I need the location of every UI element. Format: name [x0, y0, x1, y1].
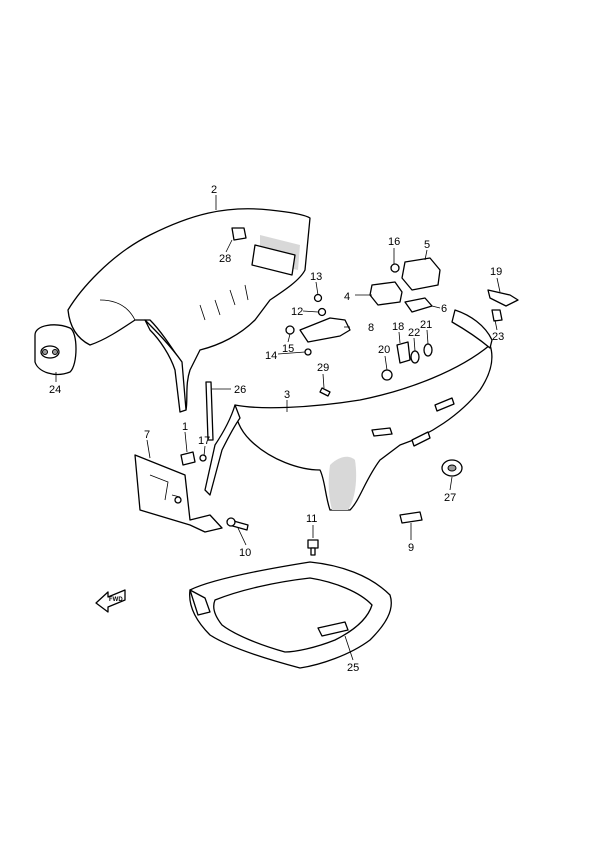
knob-9 [399, 511, 423, 524]
forward-arrow-icon: FWD [95, 589, 126, 613]
lever-8 [299, 317, 351, 343]
bolt-10 [226, 517, 249, 531]
bolt-16 [390, 263, 400, 273]
callout-22: 22 [408, 327, 420, 339]
bracket-plate-7 [134, 454, 223, 533]
bracket-18 [396, 341, 411, 364]
washer-22 [410, 350, 420, 364]
callout-20: 20 [378, 344, 390, 356]
callout-labels: 2 28 24 26 3 1 17 7 10 11 25 9 27 19 23 … [49, 184, 504, 674]
nut-23 [491, 309, 503, 322]
callout-16: 16 [388, 236, 400, 248]
callout-21: 21 [420, 319, 432, 331]
screw-11 [307, 539, 319, 556]
seal-strip-26 [205, 381, 214, 441]
callout-23: 23 [492, 331, 504, 343]
screw-13 [313, 293, 323, 303]
washer-15 [285, 325, 295, 335]
clip-1 [180, 451, 196, 466]
callout-27: 27 [444, 492, 456, 504]
callout-17: 17 [198, 435, 210, 447]
screw-29 [319, 387, 331, 397]
callout-9: 9 [408, 542, 414, 554]
latch-block-5 [401, 257, 441, 291]
callout-3: 3 [284, 389, 290, 401]
bottom-seal-frame [189, 561, 392, 669]
forward-arrow-label: FWD [109, 597, 123, 603]
screw-17 [199, 454, 207, 462]
callout-29: 29 [317, 362, 329, 374]
callout-25: 25 [347, 662, 359, 674]
callout-12: 12 [291, 306, 303, 318]
leader-lines [55, 195, 501, 661]
callout-13: 13 [310, 271, 322, 283]
lower-side-cover [204, 309, 493, 511]
callout-1: 1 [182, 421, 188, 433]
callout-5: 5 [424, 239, 430, 251]
callout-2: 2 [211, 184, 217, 196]
callout-26: 26 [234, 384, 246, 396]
upper-side-cover [67, 208, 311, 413]
callout-18: 18 [392, 321, 404, 333]
callout-8: 8 [368, 322, 374, 334]
callout-24: 24 [49, 384, 61, 396]
screw-12 [317, 307, 327, 317]
grommet-24 [34, 324, 77, 376]
callout-7: 7 [144, 429, 150, 441]
callout-10: 10 [239, 547, 251, 559]
callout-19: 19 [490, 266, 502, 278]
collar-20 [381, 369, 393, 381]
latch-block-4 [369, 281, 403, 306]
callout-11: 11 [306, 513, 317, 525]
clip-28 [231, 227, 247, 241]
latch-pad-6 [404, 297, 433, 313]
latch-lever-19 [487, 289, 519, 307]
grommet-27 [441, 459, 463, 477]
washer-21 [423, 343, 433, 357]
callout-28: 28 [219, 253, 231, 265]
callout-6: 6 [441, 303, 447, 315]
screw-14 [304, 348, 312, 356]
callout-14: 14 [265, 350, 277, 362]
callout-4: 4 [344, 291, 350, 303]
callout-15: 15 [282, 343, 294, 355]
